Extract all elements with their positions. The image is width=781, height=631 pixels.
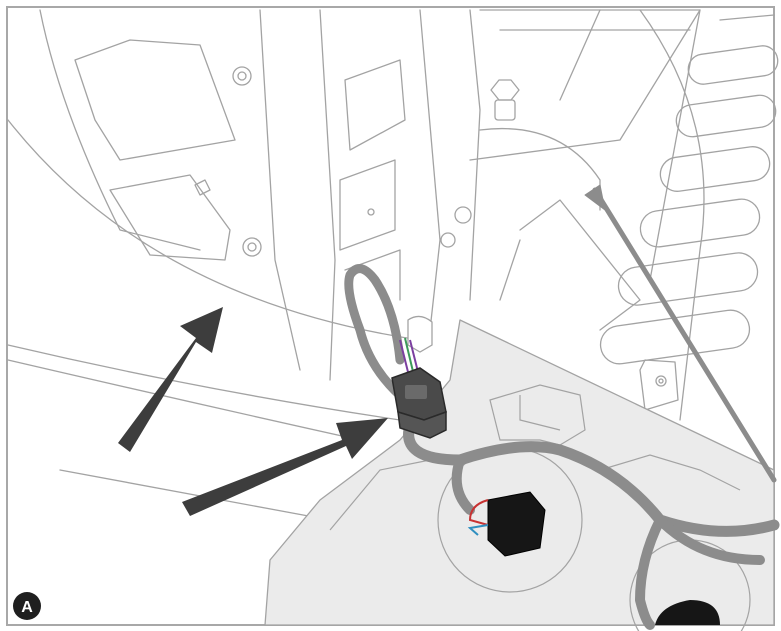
wiring-harness [344,184,780,630]
harness-clip [407,315,433,353]
step-badge: A [13,592,41,620]
vehicle-body-linework [7,9,779,521]
bulb-socket [467,491,546,557]
step-badge-label: A [21,599,33,616]
pointer-arrow-upper [118,307,223,452]
bulb-socket-lower [655,600,720,625]
pointer-arrow-lower [182,418,388,516]
electrical-connector [391,367,447,439]
